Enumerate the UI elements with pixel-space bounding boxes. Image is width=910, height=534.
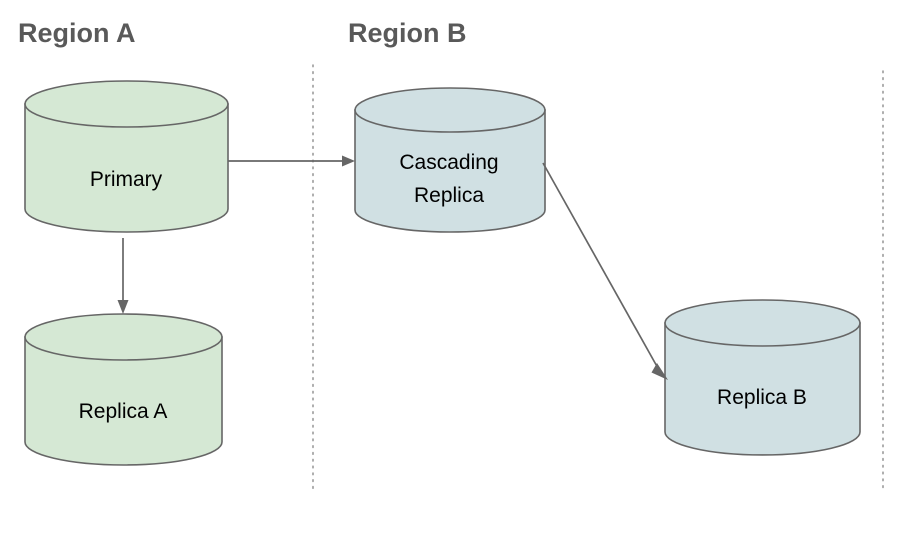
node-primary[interactable]: Primary <box>24 80 229 233</box>
replica-b-cylinder-top <box>664 299 861 347</box>
node-replica-b[interactable]: Replica B <box>664 299 861 456</box>
region-label-a: Region A <box>18 18 136 48</box>
primary-cylinder-body <box>24 103 229 233</box>
replica-a-cylinder-body <box>24 336 223 466</box>
cascading-replica-cylinder-top <box>354 87 546 133</box>
node-cascading-replica[interactable]: Cascading Replica <box>354 87 546 233</box>
cascading-replica-cylinder-body <box>354 109 546 233</box>
edge-primary-to-cascading-replica <box>228 155 355 167</box>
primary-label: Primary <box>90 168 163 191</box>
replica-a-cylinder-top <box>24 313 223 361</box>
edge-primary-to-replica-a <box>117 238 129 314</box>
replica-a-label: Replica A <box>79 400 168 423</box>
primary-cylinder-top <box>24 80 229 128</box>
edge-primary-to-cascading-arrowhead <box>342 155 355 167</box>
cascading-replica-label-line-2: Replica <box>414 184 484 207</box>
replica-b-label: Replica B <box>717 386 807 409</box>
edge-cascading-replica-to-replica-b <box>542 162 668 380</box>
edge-cascading-to-replica-b-arrowhead <box>651 363 668 380</box>
edge-cascading-to-replica-b-line <box>542 162 660 371</box>
node-replica-a[interactable]: Replica A <box>24 313 223 466</box>
replica-b-cylinder-body <box>664 322 861 456</box>
edge-primary-to-replica-a-arrowhead <box>117 300 129 314</box>
region-label-b: Region B <box>348 18 467 48</box>
cascading-replica-label-line-1: Cascading <box>399 151 498 174</box>
